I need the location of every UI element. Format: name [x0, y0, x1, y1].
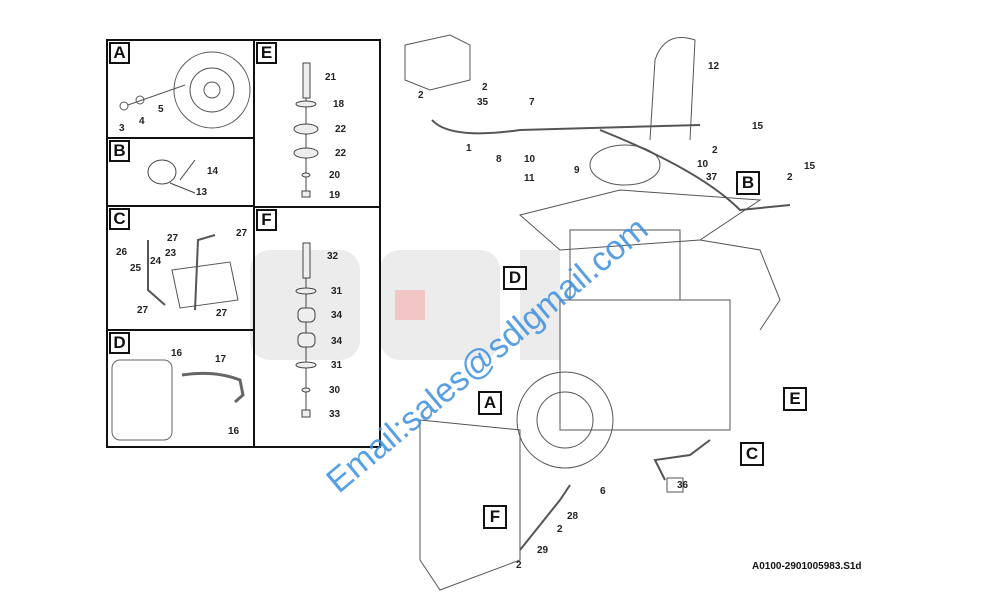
part-number: 8 [496, 154, 502, 165]
drawing-id: A0100-2901005983.S1d [752, 561, 862, 572]
panel-label-b: B [109, 140, 130, 162]
part-number: 12 [708, 61, 720, 72]
part-number-c: 25 [130, 263, 142, 274]
part-number: 7 [529, 97, 535, 108]
detail-callout-c: C [740, 442, 764, 466]
part-number: 10 [697, 159, 709, 170]
part-number-c: 27 [137, 305, 149, 316]
part-number-f: 32 [327, 251, 339, 262]
panel-label-c: C [109, 208, 130, 230]
part-number-c: 24 [150, 256, 162, 267]
part-number-f: 33 [329, 409, 341, 420]
part-number-c: 27 [167, 233, 179, 244]
part-number: 37 [706, 172, 718, 183]
part-number-f: 30 [329, 385, 341, 396]
part-number-d: 17 [215, 354, 227, 365]
part-number: 2 [712, 145, 718, 156]
detail-callout-e: E [783, 387, 807, 411]
part-number: 2 [557, 524, 563, 535]
part-number-b: 13 [196, 187, 208, 198]
part-number-d: 16 [171, 348, 183, 359]
part-number-e: 22 [335, 148, 347, 159]
engine-small-drawing [111, 359, 245, 441]
part-number-e: 20 [329, 170, 341, 181]
part-number: 2 [482, 82, 488, 93]
part-number: 2 [418, 90, 424, 101]
part-number-e: 21 [325, 72, 337, 83]
tank-drawing [147, 234, 239, 311]
part-number: 2 [516, 560, 522, 571]
part-number-a: 5 [158, 104, 164, 115]
part-number-c: 27 [236, 228, 248, 239]
part-number: 15 [804, 161, 816, 172]
detail-callout-b: B [736, 171, 760, 195]
detail-callout-d: D [503, 266, 527, 290]
part-number-c: 23 [165, 248, 177, 259]
flywheel-drawing [119, 51, 251, 129]
part-number: 28 [567, 511, 579, 522]
part-number-a: 3 [119, 123, 125, 134]
part-number-b: 14 [207, 166, 219, 177]
part-number-f: 31 [331, 286, 343, 297]
part-number-f: 31 [331, 360, 343, 371]
part-number: 10 [524, 154, 536, 165]
part-number-f: 34 [331, 336, 343, 347]
detail-callout-a: A [478, 391, 502, 415]
panel-label-a: A [109, 42, 130, 64]
detail-callout-f: F [483, 505, 507, 529]
engine-assembly-drawing [404, 34, 791, 591]
part-number: 15 [752, 121, 764, 132]
part-number-c: 27 [216, 308, 228, 319]
detail-panels-frame [106, 39, 381, 448]
mount-stacks-drawing [293, 62, 319, 418]
panel-label-d: D [109, 332, 130, 354]
part-number-e: 22 [335, 124, 347, 135]
part-number-e: 19 [329, 190, 341, 201]
panel-label-e: E [256, 42, 277, 64]
part-number: 36 [677, 480, 689, 491]
part-number: 11 [524, 173, 535, 184]
sdl-logo-watermark [250, 250, 560, 360]
part-number: 9 [574, 165, 580, 176]
part-number: 29 [537, 545, 549, 556]
part-number-c: 26 [116, 247, 128, 258]
clamp-drawing [147, 159, 196, 194]
part-number-f: 34 [331, 310, 343, 321]
part-number-e: 18 [333, 99, 345, 110]
panel-label-f: F [256, 209, 277, 231]
part-number: 1 [466, 143, 472, 154]
part-number: 35 [477, 97, 489, 108]
part-number: 2 [787, 172, 793, 183]
part-number-a: 4 [139, 116, 145, 127]
part-number: 6 [600, 486, 606, 497]
part-number-d: 16 [228, 426, 240, 437]
